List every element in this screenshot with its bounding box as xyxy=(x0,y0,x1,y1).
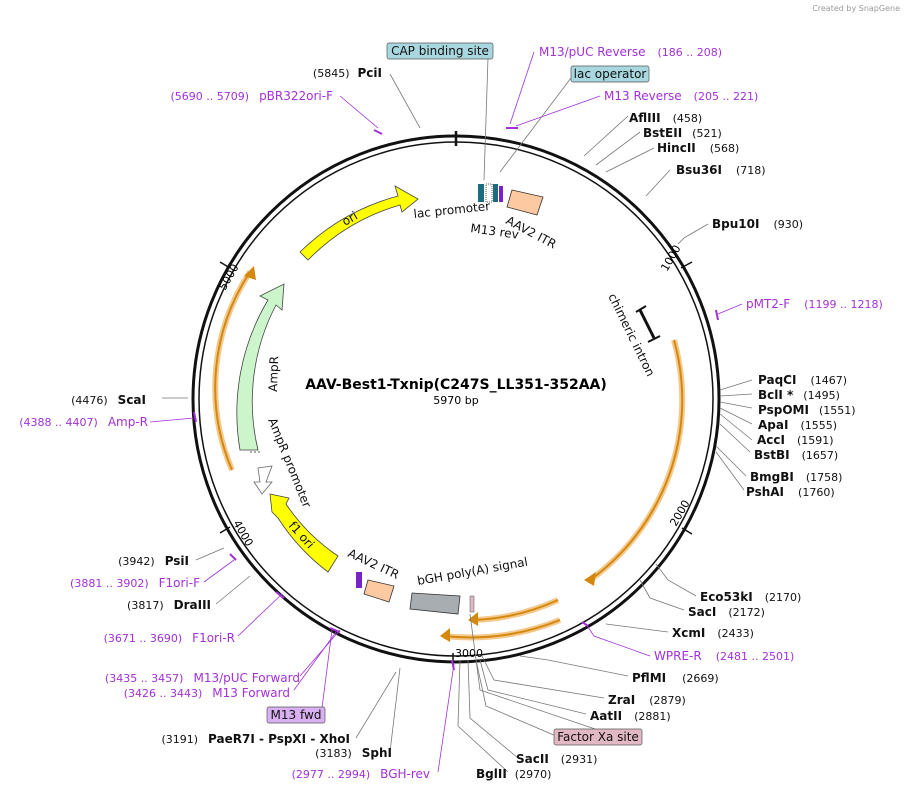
plasmid-length: 5970 bp xyxy=(433,394,478,407)
badge-leaders xyxy=(469,57,599,731)
left-orf-arc xyxy=(214,271,251,471)
chimeric-intron-feature xyxy=(638,309,656,339)
ampr-promoter-feature xyxy=(253,465,273,495)
enzyme-leaders xyxy=(162,73,753,773)
chimeric-intron-label: chimeric intron xyxy=(605,291,657,379)
enzyme-label: ZraI(2879) xyxy=(608,693,686,707)
lac-promoter-label: lac promoter xyxy=(413,199,491,221)
primer-label: (3671 .. 3690)F1ori-R xyxy=(104,631,235,645)
enzyme-label: PaqCI(1467) xyxy=(758,373,847,387)
enzyme-label: (3191)PaeR7I - PspXI - XhoI xyxy=(161,732,350,746)
enzyme-label: (4476)ScaI xyxy=(71,393,146,407)
svg-text:Factor Xa site: Factor Xa site xyxy=(557,730,639,744)
bgh-feature xyxy=(409,592,461,615)
cap-binding-badge: CAP binding site xyxy=(386,42,494,60)
tick-label-4000: 4000 xyxy=(230,518,255,549)
primer-label: (3881 .. 3902)F1ori-F xyxy=(70,576,200,590)
cap-site-box xyxy=(478,184,484,202)
bgh-label: bGH poly(A) signal xyxy=(416,555,529,588)
tick-label-3000: 3000 xyxy=(455,647,483,660)
m13-rev-box xyxy=(499,186,503,202)
enzyme-label: PspOMI(1551) xyxy=(758,403,856,417)
enzyme-label: BglII(2970) xyxy=(476,767,551,781)
enzyme-label: PshAI(1760) xyxy=(746,485,835,499)
svg-text:CAP binding site: CAP binding site xyxy=(391,44,489,58)
primer-label: M13 Reverse(205 .. 221) xyxy=(604,89,758,103)
enzyme-label: PflMI(2669) xyxy=(632,671,719,685)
svg-text:M13 fwd: M13 fwd xyxy=(271,708,322,722)
enzyme-label: AflIII(458) xyxy=(629,111,702,125)
svg-text:lac operator: lac operator xyxy=(574,67,647,81)
right-orf-arc-3 xyxy=(443,619,561,639)
enzyme-label: BstEII(521) xyxy=(643,126,722,140)
enzyme-label: BstBI(1657) xyxy=(754,448,838,462)
lac-promoter-box xyxy=(485,183,493,203)
primer-label: pMT2-F(1199 .. 1218) xyxy=(746,297,883,311)
ampr-label: AmpR xyxy=(266,356,281,392)
m13-fwd-box xyxy=(356,572,362,588)
enzyme-label: Eco53kI(2170) xyxy=(700,590,801,604)
enzyme-label: AatII(2881) xyxy=(590,709,671,723)
primer-labels: (5690 .. 5709)pBR322ori-F M13/pUC Revers… xyxy=(19,45,882,781)
enzyme-label: SacII(2931) xyxy=(516,752,597,766)
m13-fwd-badge: M13 fwd xyxy=(266,706,326,724)
ori-feature xyxy=(299,185,419,261)
plasmid-name: AAV-Best1-Txnip(C247S_LL351-352AA) xyxy=(305,377,607,393)
primer-label: (4388 .. 4407)Amp-R xyxy=(19,415,148,429)
primer-label: WPRE-R(2481 .. 2501) xyxy=(654,649,794,663)
enzyme-label: BclI *(1495) xyxy=(758,388,840,402)
enzyme-label: XcmI(2433) xyxy=(672,626,754,640)
primer-label: (3435 .. 3457)M13/pUC Forward xyxy=(105,671,300,685)
factor-xa-badge: Factor Xa site xyxy=(553,728,643,746)
ori-label: ori xyxy=(340,209,361,229)
enzyme-label: AccI(1591) xyxy=(757,433,834,447)
primer-label: (2977 .. 2994)BGH-rev xyxy=(292,767,430,781)
enzyme-label: BmgBI(1758) xyxy=(750,470,842,484)
enzyme-label: (5845)PciI xyxy=(313,66,382,80)
factor-xa-box xyxy=(469,595,475,613)
right-orf-arc-1 xyxy=(589,339,684,581)
right-orf-outline-2 xyxy=(473,597,560,623)
enzyme-label: ApaI(1555) xyxy=(758,418,837,432)
lac-operator-box xyxy=(493,184,498,202)
itr-bottom-feature xyxy=(363,579,395,603)
watermark: Created by SnapGene xyxy=(812,4,900,13)
enzyme-label: (3183)SphI xyxy=(315,746,392,760)
enzyme-labels: (5845)PciI AflIII(458) BstEII(521) HincI… xyxy=(71,66,855,781)
primer-label: M13/pUC Reverse(186 .. 208) xyxy=(539,45,722,59)
ampr-feature xyxy=(236,283,285,451)
f1ori-feature xyxy=(269,493,339,573)
m13-rev-label: M13 rev xyxy=(470,221,520,242)
right-orf-arc-2 xyxy=(473,599,559,621)
left-orf-arrowhead xyxy=(244,266,256,280)
enzyme-label: Bsu36I(718) xyxy=(676,163,766,177)
enzyme-label: (3942)PsiI xyxy=(118,554,189,568)
primer-leaders xyxy=(149,51,743,773)
primer-label: (5690 .. 5709)pBR322ori-F xyxy=(171,89,334,103)
enzyme-label: Bpu10I(930) xyxy=(712,217,803,231)
lac-operator-badge: lac operator xyxy=(570,65,650,83)
enzyme-label: SacI(2172) xyxy=(688,605,765,619)
itr-top-feature xyxy=(506,189,544,216)
itr-bottom-label: AAV2 ITR xyxy=(346,546,402,582)
enzyme-label: HincII(568) xyxy=(657,141,739,155)
primer-label: (3426 .. 3443)M13 Forward xyxy=(124,686,290,700)
enzyme-label: (3817)DraIII xyxy=(127,598,211,612)
